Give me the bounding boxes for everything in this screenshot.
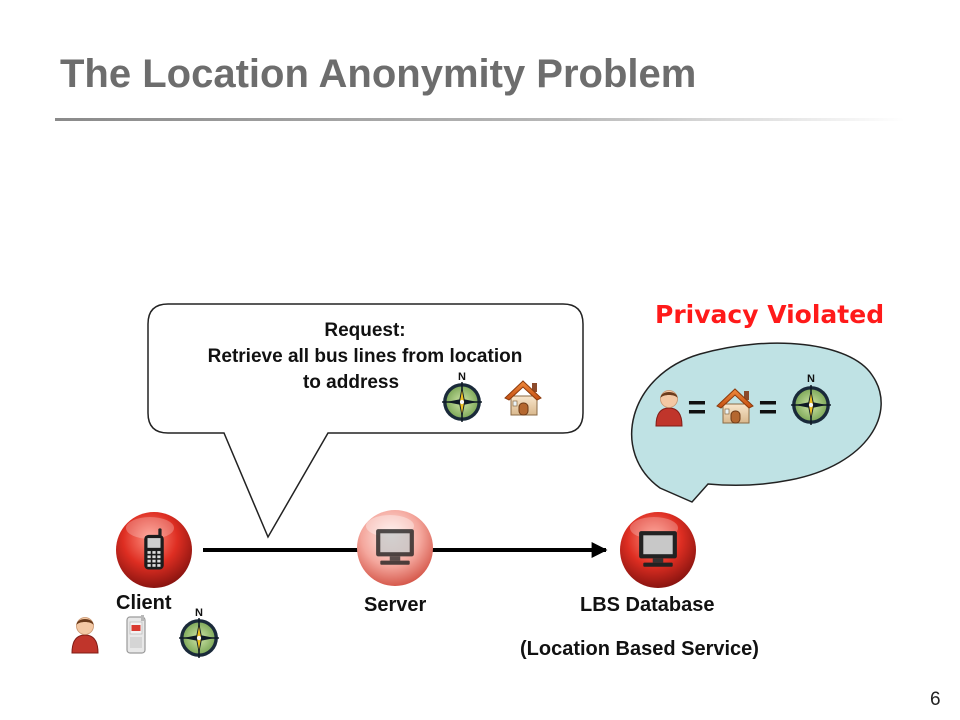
privacy-violated-label: Privacy Violated (655, 300, 885, 329)
privacy-bubble (630, 342, 882, 503)
equals-sign: = (688, 389, 707, 425)
north-label: N (807, 373, 815, 385)
request-line-3: to address (302, 372, 400, 393)
north-label: N (458, 371, 466, 383)
server-label: Server (364, 594, 427, 616)
client-node[interactable] (116, 512, 192, 588)
slide-title: The Location Anonymity Problem (60, 52, 697, 96)
compass-icon (178, 617, 220, 659)
title-divider (55, 118, 905, 121)
database-subtitle: (Location Based Service) (520, 638, 759, 660)
client-label: Client (116, 592, 172, 614)
request-line-1: Request: (324, 320, 406, 341)
small-phone-icon (126, 614, 146, 654)
server-node[interactable] (357, 510, 433, 586)
database-node[interactable] (620, 512, 696, 588)
request-text: Request: Retrieve all bus lines from loc… (150, 318, 580, 396)
page-number: 6 (930, 689, 941, 710)
person-icon (71, 617, 99, 654)
request-bubble (147, 303, 584, 539)
database-label: LBS Database (580, 594, 715, 616)
north-label: N (195, 607, 203, 619)
request-line-2: Retrieve all bus lines from location (207, 346, 523, 367)
equals-sign: = (759, 389, 778, 425)
